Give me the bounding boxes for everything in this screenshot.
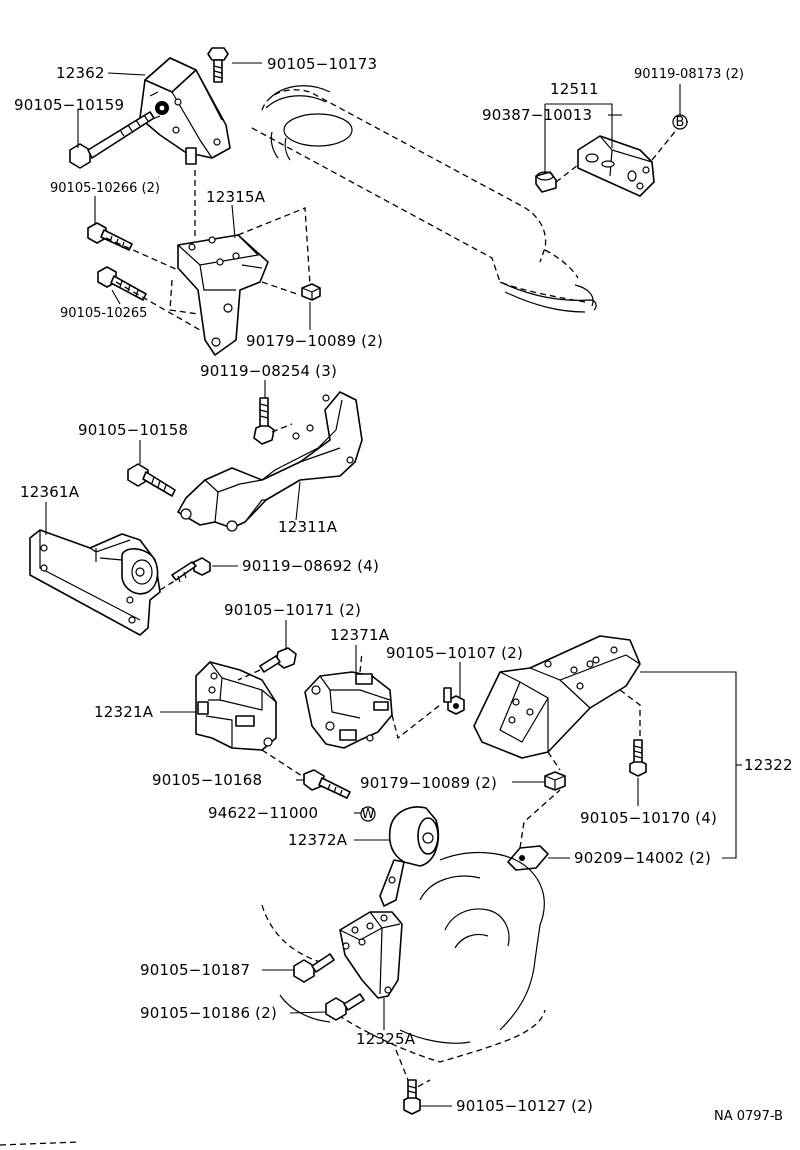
bolt-90105-10186 [325, 993, 365, 1021]
bottom-stub-line [0, 1141, 81, 1146]
label-90119-08692: 90119−08692 (4) [242, 557, 379, 575]
label-90119-08173: 90119-08173 (2) [634, 67, 744, 82]
part-12315A-bracket [177, 234, 269, 356]
bolt-90105-10265 [97, 266, 147, 301]
label-90105-10266: 90105-10266 (2) [50, 181, 160, 196]
part-12372A-mount [379, 806, 440, 907]
part-12371A-mount [304, 671, 393, 749]
label-90105-10171: 90105−10171 (2) [224, 601, 361, 619]
label-94622-11000: 94622−11000 [208, 804, 318, 822]
label-90105-10173: 90105−10173 [267, 55, 377, 73]
label-90105-10170: 90105−10170 (4) [580, 809, 717, 827]
label-90179-10089-top: 90179−10089 (2) [246, 332, 383, 350]
plate-90209-14002 [507, 845, 549, 871]
w-marker-letter: W [362, 807, 375, 822]
bolt-90105-10107 [443, 687, 465, 715]
label-12322: 12322 [744, 756, 793, 774]
label-90105-10159: 90105−10159 [14, 96, 124, 114]
engine-block-outline [251, 85, 597, 313]
bolt-90105-10159 [69, 111, 155, 169]
part-12322-bracket [473, 635, 641, 759]
part-12511-bracket [577, 135, 655, 197]
part-12321A-bracket [195, 661, 277, 751]
label-12321A: 12321A [94, 703, 154, 721]
bolt-90105-10158 [127, 463, 176, 497]
washer-w-marker: W [360, 806, 376, 822]
label-12311A: 12311A [278, 518, 338, 536]
nut-90179-10089-top [301, 283, 321, 301]
label-90105-10168: 90105−10168 [152, 771, 262, 789]
label-90105-10265: 90105-10265 [60, 306, 147, 321]
part-12325A-bracket [339, 911, 403, 999]
label-12361A: 12361A [20, 483, 80, 501]
label-12325A: 12325A [356, 1030, 416, 1048]
label-90119-08254: 90119−08254 (3) [200, 362, 337, 380]
label-90105-10127: 90105−10127 (2) [456, 1097, 593, 1115]
collar-90387-10013 [535, 171, 557, 193]
label-90387-10013: 90387−10013 [482, 106, 592, 124]
bolt-90105-10171 [259, 647, 297, 673]
label-12362: 12362 [56, 64, 105, 82]
label-90105-10158: 90105−10158 [78, 421, 188, 439]
bolt-90105-10127 [403, 1079, 421, 1115]
label-90179-10089-mid: 90179−10089 (2) [360, 774, 497, 792]
bolt-90105-10168 [303, 769, 351, 799]
label-90209-14002: 90209−14002 (2) [574, 849, 711, 867]
label-12315A: 12315A [206, 188, 266, 206]
label-90105-10187: 90105−10187 [140, 961, 250, 979]
part-labels: 12362 90105−10173 90105−10159 90105-1026… [14, 55, 793, 1124]
bolt-90105-10187 [293, 953, 335, 983]
label-90105-10107: 90105−10107 (2) [386, 644, 523, 662]
part-12311A-arm [177, 391, 363, 532]
b-marker: B [672, 114, 688, 130]
label-12371A: 12371A [330, 626, 390, 644]
reference-code: NA 0797-B [714, 1109, 783, 1124]
label-90105-10186: 90105−10186 (2) [140, 1004, 277, 1022]
bolt-90105-10173 [207, 47, 229, 83]
bolt-90119-08692 [171, 557, 211, 583]
nut-90179-10089-mid [544, 771, 566, 791]
part-12362-mount [139, 57, 231, 165]
bolt-90105-10170 [629, 739, 647, 777]
b-marker-letter: B [676, 115, 685, 130]
leader-lines [45, 62, 742, 1107]
part-12361A-mount [29, 529, 161, 636]
bolt-90119-08254 [253, 397, 275, 445]
label-12372A: 12372A [288, 831, 348, 849]
label-12511: 12511 [550, 80, 599, 98]
